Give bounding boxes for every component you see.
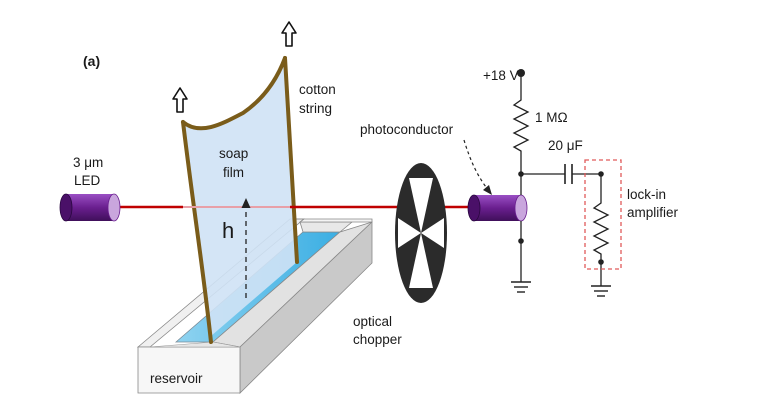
led-label-line1: 3 μm bbox=[73, 155, 103, 170]
height-label: h bbox=[222, 218, 234, 243]
photoconductor-pointer-arrowhead bbox=[483, 185, 492, 195]
optical-chopper bbox=[395, 163, 447, 303]
junction-node-upper bbox=[518, 171, 524, 177]
pull-arrow-right bbox=[281, 21, 297, 47]
cotton-string bbox=[181, 56, 299, 344]
cotton-string-label-line2: string bbox=[299, 101, 332, 116]
capacitor-label: 20 μF bbox=[548, 138, 583, 153]
resistor-label: 1 MΩ bbox=[535, 110, 568, 125]
optical-chopper-label-line1: optical bbox=[353, 314, 392, 329]
lock-in-label-line1: lock-in bbox=[627, 187, 666, 202]
photoconductor bbox=[467, 194, 528, 222]
photoconductor-label: photoconductor bbox=[360, 122, 454, 137]
soap-film-label-line2: film bbox=[223, 165, 244, 180]
panel-label: (a) bbox=[83, 53, 100, 69]
ground-symbol-right bbox=[591, 285, 611, 297]
junction-node-lower bbox=[518, 238, 524, 244]
led-source bbox=[59, 193, 121, 222]
reservoir-label: reservoir bbox=[150, 371, 203, 386]
soap-film-label-line1: soap bbox=[219, 146, 248, 161]
lock-in-label-line2: amplifier bbox=[627, 205, 679, 220]
ground-symbol-left bbox=[511, 281, 531, 293]
photoconductor-pointer bbox=[463, 139, 491, 193]
lock-in-amplifier-box bbox=[584, 159, 622, 270]
cotton-string-label-line1: cotton bbox=[299, 82, 336, 97]
lock-in-node-top bbox=[598, 171, 604, 177]
circuit-wiring bbox=[512, 73, 610, 286]
supply-voltage-label: +18 V bbox=[483, 68, 519, 83]
optical-chopper-label-line2: chopper bbox=[353, 332, 402, 347]
height-indicator-arrowhead bbox=[241, 198, 251, 208]
supply-node bbox=[517, 69, 525, 77]
led-label-line2: LED bbox=[74, 173, 101, 188]
lock-in-node-bottom bbox=[598, 259, 604, 265]
pull-arrow-left bbox=[172, 87, 188, 113]
